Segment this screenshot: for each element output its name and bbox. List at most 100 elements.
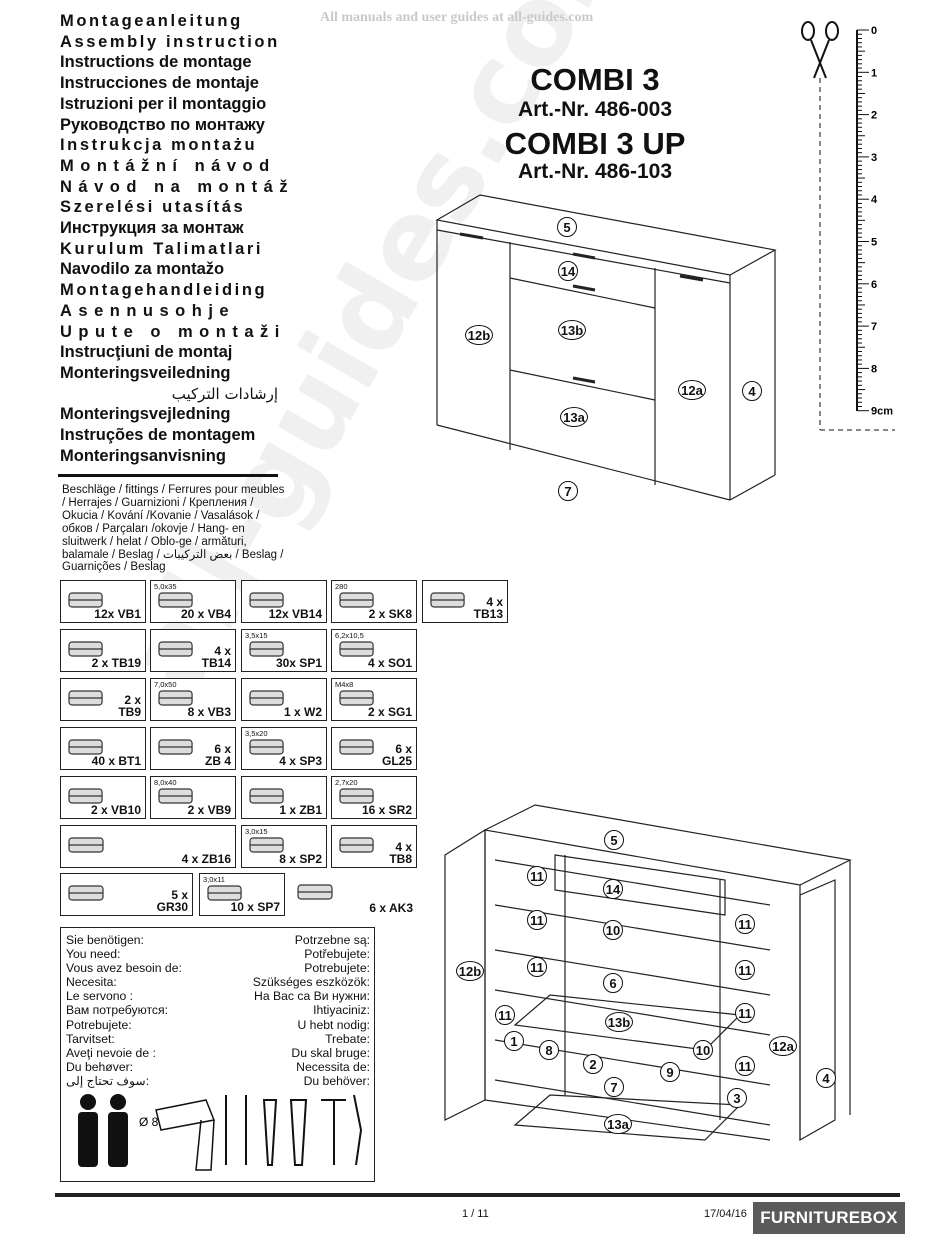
fitting-size: 5,0x35	[154, 582, 177, 591]
fitting-icon	[339, 592, 374, 608]
fitting-icon	[339, 788, 374, 804]
fitting-box: 4 x TB14	[150, 629, 236, 672]
part-callout: 9	[660, 1062, 680, 1082]
footer-rule	[55, 1193, 900, 1197]
scissors-icon	[801, 21, 839, 79]
title-line: Инструкция за монтаж	[60, 219, 244, 238]
fitting-label: 40 x BT1	[91, 754, 141, 768]
title-rule	[58, 474, 278, 477]
tools-needed-left: Sie benötigen:You need:Vous avez besoin …	[66, 933, 182, 1088]
fitting-icon	[158, 641, 193, 657]
fitting-label: 8 x VB3	[187, 705, 231, 719]
fitting-icon	[249, 788, 284, 804]
fitting-label: 6 x GL25	[381, 742, 412, 768]
fitting-icon	[249, 837, 284, 853]
tools-needed-line: Potřebujete:	[304, 947, 370, 962]
part-callout: 13b	[605, 1012, 633, 1032]
tools-needed-line: Ihtiyaciniz:	[313, 1003, 370, 1018]
title-line: Montagehandleiding	[60, 281, 268, 300]
fitting-label: 2 x VB9	[187, 803, 231, 817]
fitting-label: 8 x SP2	[279, 852, 322, 866]
fitting-icon	[249, 690, 284, 706]
fittings-label: Beschläge / fittings / Ferrures pour meu…	[62, 484, 285, 574]
fitting-icon	[339, 690, 374, 706]
tools-needed-line: Trebate:	[325, 1031, 370, 1046]
fitting-icon	[339, 837, 374, 853]
pliers-icon	[289, 1099, 308, 1166]
tools-illustration: Ø 8	[78, 1094, 363, 1171]
title-line: Instrucciones de montaje	[60, 74, 259, 93]
part-callout: 8	[539, 1040, 559, 1060]
tools-needed-line: Du skal bruge:	[291, 1045, 370, 1060]
fitting-icon	[68, 690, 103, 706]
fitting-label: 2 x SG1	[367, 705, 412, 719]
title-line: Instrukcja montażu	[60, 136, 258, 155]
title-line: Montageanleitung	[60, 12, 243, 30]
ruler-label: 7	[871, 321, 877, 333]
fitting-label: 20 x VB4	[180, 607, 231, 621]
ruler-label: 6	[871, 279, 877, 291]
part-callout: 5	[557, 217, 577, 237]
part-callout: 2	[583, 1054, 603, 1074]
fitting-label: 4 x ZB16	[181, 852, 231, 866]
fitting-label: 2 x SK8	[368, 607, 412, 621]
part-callout: 11	[735, 1056, 755, 1076]
fitting-size: 280	[335, 582, 348, 591]
tools-needed-line: Вам потребуются:	[66, 1003, 168, 1018]
part-callout: 11	[735, 1003, 755, 1023]
part-callout: 7	[604, 1077, 624, 1097]
ruler-label: 3	[871, 152, 877, 164]
part-callout: 13a	[604, 1114, 632, 1134]
title-line: Monteringsveiledning	[60, 363, 231, 382]
title-line: Navodilo za montažo	[60, 260, 225, 279]
fitting-icon	[158, 690, 193, 706]
fitting-icon	[68, 837, 104, 853]
fitting-label: 4 x TB14	[201, 644, 231, 670]
fitting-icon	[158, 739, 193, 755]
title-line: Asennusohje	[60, 301, 236, 320]
tools-needed-line: You need:	[66, 947, 121, 962]
fitting-label: 4 x TB8	[389, 840, 412, 866]
fitting-label: 30x SP1	[275, 656, 322, 670]
fitting-box: 2 x TB19	[60, 629, 146, 672]
product-article-up: Art.-Nr. 486-103	[517, 160, 673, 183]
cabinet-drawing-open	[444, 804, 852, 1142]
fitting-size: 6,2x10,5	[335, 631, 364, 640]
person-icon	[80, 1094, 96, 1110]
fitting-label: 1 x ZB1	[279, 803, 322, 817]
part-callout: 4	[742, 381, 762, 401]
knife-icon	[353, 1094, 363, 1166]
fitting-box: 4 x ZB16	[60, 825, 236, 868]
fitting-size: M4x8	[335, 680, 354, 689]
part-callout: 12b	[465, 325, 493, 345]
title-line: Kurulum Talimatlari	[60, 239, 264, 258]
part-callout: 11	[527, 866, 547, 886]
fitting-icon	[249, 739, 284, 755]
product-name: COMBI 3	[530, 62, 660, 97]
tools-needed-line: Vous avez besoin de:	[66, 961, 182, 976]
product-name-up: COMBI 3 UP	[504, 126, 686, 161]
fitting-size: 3,0x15	[245, 827, 268, 836]
tools-needed-line: U hebt nodig:	[297, 1017, 370, 1032]
fitting-icon	[249, 641, 284, 657]
title-line: Monteringsvejledning	[60, 405, 231, 424]
fitting-box: 2 x TB9	[60, 678, 146, 721]
fitting-box: 5 x GR30	[60, 873, 193, 916]
ruler-label: 1	[871, 67, 877, 79]
tools-needed-line: Tarvitset:	[66, 1031, 115, 1046]
part-callout: 1	[504, 1031, 524, 1051]
drill-icon	[155, 1099, 216, 1171]
part-callout: 11	[527, 957, 547, 977]
fitting-label: 12x VB14	[268, 607, 322, 621]
site-banner[interactable]: All manuals and user guides at all-guide…	[320, 10, 594, 25]
part-callout: 7	[558, 481, 578, 501]
drill-size: Ø 8	[139, 1115, 159, 1129]
title-line: Instruções de montagem	[60, 426, 256, 445]
fitting-box: 4 x TB13	[422, 580, 508, 623]
part-callout: 5	[604, 830, 624, 850]
part-callout: 11	[735, 960, 755, 980]
fitting-box: 1 x ZB1	[241, 776, 327, 819]
